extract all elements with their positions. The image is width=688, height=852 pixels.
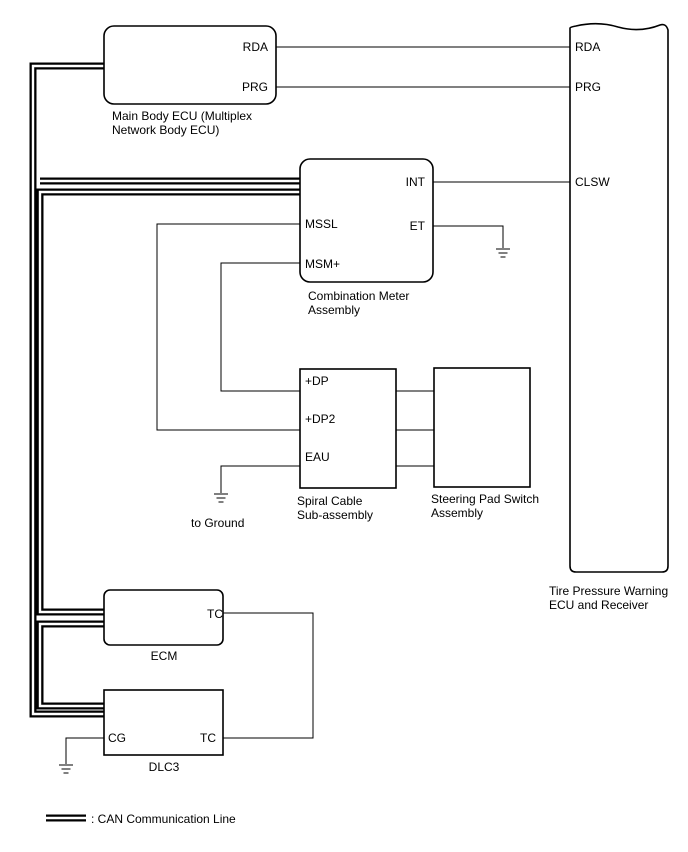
ground-icon	[59, 764, 73, 774]
main-body-ecu-label-line2: Network Body ECU)	[112, 123, 219, 137]
wire-cg-ground	[65, 737, 104, 764]
ground-icon	[214, 493, 228, 503]
spiral-cable-label-line1: Spiral Cable	[297, 494, 363, 508]
combination-meter-msm-pin: MSM+	[305, 257, 340, 271]
dlc3-label: DLC3	[149, 760, 180, 774]
spiral-cable-box	[299, 368, 397, 489]
main-body-ecu-rda-pin: RDA	[243, 40, 268, 54]
dlc3-cg-pin: CG	[108, 731, 126, 745]
dlc3-box	[103, 689, 224, 756]
tire-pressure-ecu-label-line1: Tire Pressure Warning	[549, 584, 668, 598]
combination-meter-label-line2: Assembly	[308, 303, 360, 317]
legend-can-line-text: : CAN Communication Line	[91, 812, 236, 826]
steering-pad-switch-label-line1: Steering Pad Switch	[431, 492, 539, 506]
steering-pad-switch-box	[433, 367, 531, 488]
tire-pressure-ecu-label-line2: ECU and Receiver	[549, 598, 648, 612]
wire-mssl	[156, 223, 434, 431]
combination-meter-int-pin: INT	[406, 175, 426, 189]
combination-meter-et-pin: ET	[410, 219, 426, 233]
main-body-ecu-prg-pin: PRG	[242, 80, 268, 94]
spiral-cable-eau-pin: EAU	[305, 450, 330, 464]
spiral-cable-label-line2: Sub-assembly	[297, 508, 373, 522]
wire-et-ground	[433, 225, 504, 248]
spiral-cable-dp2-pin: +DP2	[305, 412, 336, 426]
main-body-ecu-label-line1: Main Body ECU (Multiplex	[112, 109, 252, 123]
ecm-label: ECM	[151, 649, 178, 663]
spiral-cable-dp-pin: +DP	[305, 374, 329, 388]
tire-pressure-ecu-rda-pin: RDA	[575, 40, 600, 54]
ecm-tc-pin: TC	[207, 607, 223, 621]
wire-tc	[223, 612, 314, 739]
tire-pressure-ecu-clsw-pin: CLSW	[575, 175, 610, 189]
combination-meter-mssl-pin: MSSL	[305, 217, 338, 231]
can-bus	[29, 62, 300, 718]
dlc3-tc-pin: TC	[200, 731, 216, 745]
combination-meter-box	[299, 158, 434, 283]
steering-pad-switch-label-line2: Assembly	[431, 506, 483, 520]
ecm-box	[103, 589, 224, 646]
combination-meter-label-line1: Combination Meter	[308, 289, 409, 303]
to-ground-label: to Ground	[191, 516, 244, 530]
tire-pressure-ecu-prg-pin: PRG	[575, 80, 601, 94]
ground-icon	[496, 248, 510, 258]
tire-pressure-ecu-box	[569, 22, 669, 573]
main-body-ecu-box	[103, 25, 277, 105]
